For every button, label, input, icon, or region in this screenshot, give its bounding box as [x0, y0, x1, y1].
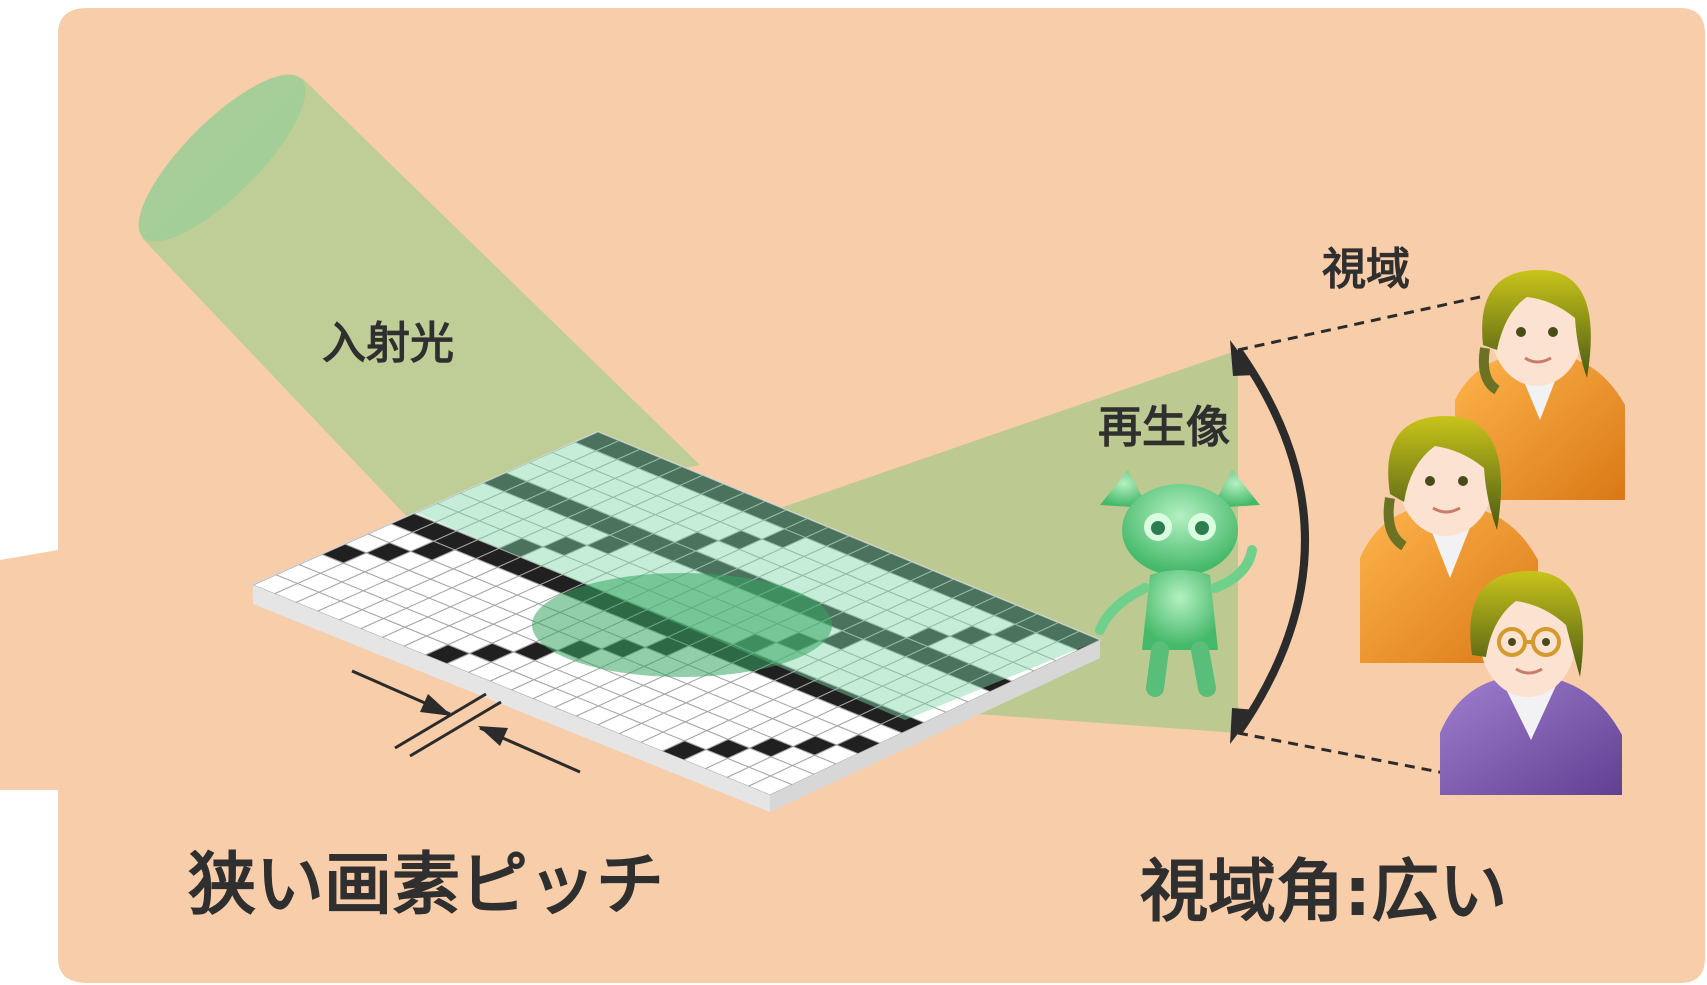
pixel-pitch-indicator [351, 669, 581, 774]
viewer-person-glasses-icon [1440, 571, 1622, 795]
hologram-character-icon [1095, 470, 1260, 697]
pixel-panel [250, 430, 1103, 812]
narrow-pixel-pitch-label: 狭い画素ピッチ [188, 846, 664, 925]
viewing-zone-line-bottom [1237, 731, 1461, 778]
incident-light-beam [138, 74, 700, 520]
viewing-zone-label: 視域 [1322, 244, 1410, 295]
viewing-zone-line-top [1237, 295, 1481, 352]
viewing-angle-arc [1230, 340, 1309, 744]
reconstructed-image-label: 再生像 [1098, 402, 1230, 453]
incident-light-label: 入射光 [322, 318, 454, 369]
viewing-angle-label: 視域角:広い [1140, 853, 1507, 932]
